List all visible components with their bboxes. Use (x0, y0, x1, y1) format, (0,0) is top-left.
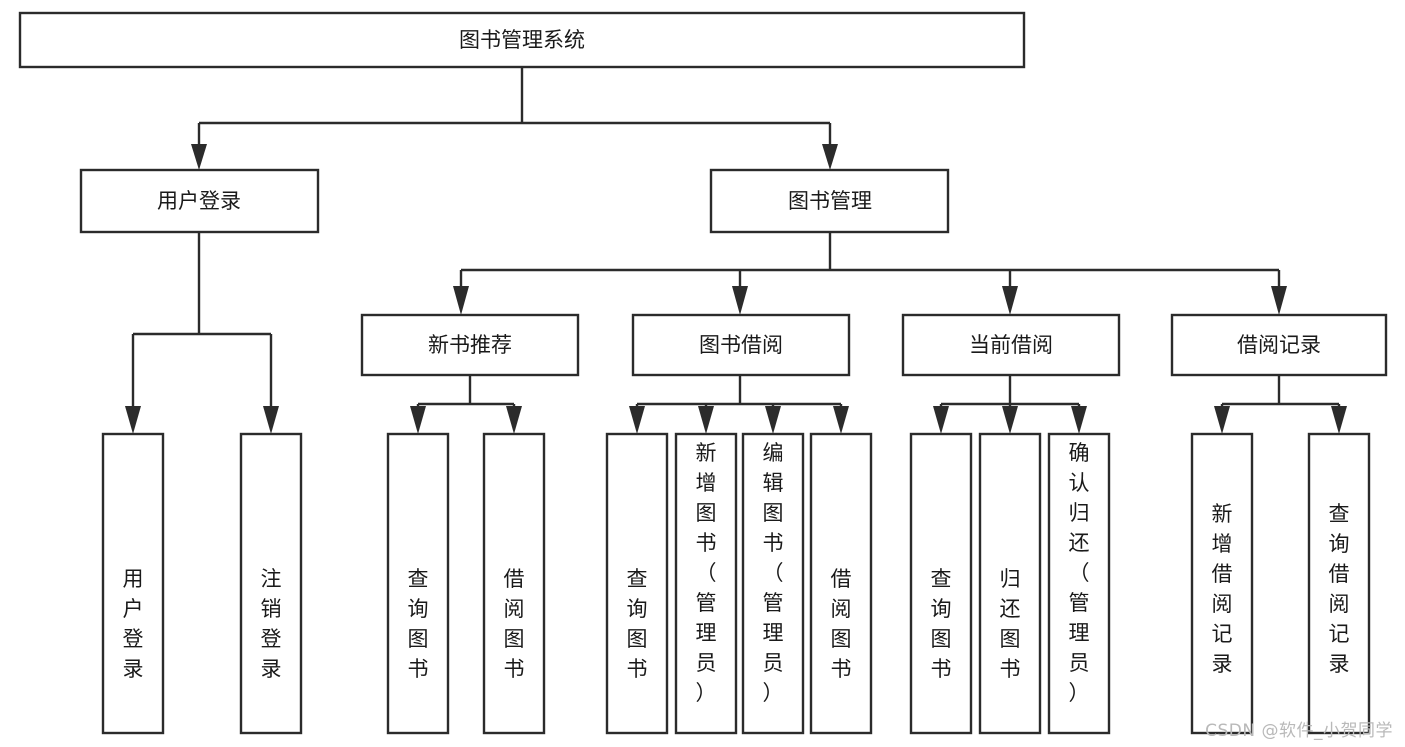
node-leaf-query-book-a-label: 查询图书 (408, 567, 429, 681)
node-leaf-query-record-label: 查询借阅记录 (1329, 502, 1350, 676)
node-user-login[interactable]: 用户登录 (79, 168, 320, 234)
node-leaf-return-book-box (978, 432, 1042, 735)
node-leaf-confirm-return[interactable]: 确认归还（管理员） (1047, 432, 1111, 735)
node-book-manage[interactable]: 图书管理 (709, 168, 950, 234)
node-leaf-confirm-return-label: 确认归还（管理员） (1069, 441, 1090, 705)
node-leaf-query-book-b-label: 查询图书 (627, 567, 648, 681)
node-leaf-query-book-a-box (386, 432, 450, 735)
arrow-user-login-to-leaf1 (125, 406, 141, 434)
node-borrow-record-label: 借阅记录 (1237, 333, 1321, 357)
node-leaf-query-book-a[interactable]: 查询图书 (386, 432, 450, 735)
node-leaf-add-book[interactable]: 新增图书（管理员） (674, 432, 738, 735)
node-leaf-logout[interactable]: 注销登录 (239, 432, 303, 735)
arrow-newbook-to-leaf2 (506, 406, 522, 434)
node-leaf-add-book-label: 新增图书（管理员） (696, 441, 717, 705)
node-leaf-edit-book-box (741, 432, 805, 735)
arrow-borrowrecord-to-leaf2 (1331, 406, 1347, 434)
node-leaf-query-book-b[interactable]: 查询图书 (605, 432, 669, 735)
node-leaf-add-record-box (1190, 432, 1254, 735)
arrow-bookborrow-to-leaf4 (833, 406, 849, 434)
arrow-bm-to-newbook (453, 286, 469, 315)
arrow-bm-to-bookborrow (732, 286, 748, 315)
node-leaf-return-book[interactable]: 归还图书 (978, 432, 1042, 735)
arrow-user-login-to-leaf2 (263, 406, 279, 434)
node-leaf-logout-box (239, 432, 303, 735)
node-leaf-query-book-c-box (909, 432, 973, 735)
node-root-label: 图书管理系统 (459, 28, 585, 52)
node-root[interactable]: 图书管理系统 (18, 11, 1026, 69)
node-current-borrow-box (901, 313, 1121, 377)
node-leaf-query-book-b-box (605, 432, 669, 735)
node-new-book-rec-box (360, 313, 580, 377)
node-user-login-label: 用户登录 (157, 189, 241, 213)
node-book-borrow[interactable]: 图书借阅 (631, 313, 851, 377)
node-leaf-confirm-return-box (1047, 432, 1111, 735)
node-leaf-borrow-book-a-box (482, 432, 546, 735)
node-leaf-user-login-box (101, 432, 165, 735)
node-book-manage-box (709, 168, 950, 234)
node-leaf-user-login[interactable]: 用户登录 (101, 432, 165, 735)
arrow-root-to-book-manage (822, 144, 838, 170)
node-leaf-add-record-label: 新增借阅记录 (1212, 502, 1233, 676)
node-leaf-query-book-c-label: 查询图书 (931, 567, 952, 681)
node-new-book-rec-label: 新书推荐 (428, 333, 512, 357)
node-current-borrow[interactable]: 当前借阅 (901, 313, 1121, 377)
arrow-root-to-user-login (191, 144, 207, 170)
node-leaf-query-record[interactable]: 查询借阅记录 (1307, 432, 1371, 735)
node-leaf-borrow-book-b-box (809, 432, 873, 735)
node-leaf-query-book-c[interactable]: 查询图书 (909, 432, 973, 735)
node-leaf-user-login-label: 用户登录 (123, 567, 144, 681)
node-leaf-return-book-label: 归还图书 (1000, 567, 1021, 681)
node-leaf-query-record-box (1307, 432, 1371, 735)
node-leaf-edit-book-label: 编辑图书（管理员） (763, 441, 784, 705)
node-book-borrow-box (631, 313, 851, 377)
node-leaf-logout-label: 注销登录 (261, 567, 282, 681)
node-new-book-recommendation[interactable]: 新书推荐 (360, 313, 580, 377)
node-leaf-borrow-book-a-label: 借阅图书 (504, 567, 525, 681)
node-leaf-add-book-box (674, 432, 738, 735)
node-leaf-add-record[interactable]: 新增借阅记录 (1190, 432, 1254, 735)
arrow-bm-to-borrowrecord (1271, 286, 1287, 315)
node-borrow-record-box (1170, 313, 1388, 377)
connector-layer (125, 67, 1347, 434)
arrow-newbook-to-leaf1 (410, 406, 426, 434)
node-current-borrow-label: 当前借阅 (969, 333, 1053, 357)
node-root-box (18, 11, 1026, 69)
node-leaf-borrow-book-b[interactable]: 借阅图书 (809, 432, 873, 735)
node-borrow-record[interactable]: 借阅记录 (1170, 313, 1388, 377)
node-leaf-edit-book[interactable]: 编辑图书（管理员） (741, 432, 805, 735)
node-user-login-box (79, 168, 320, 234)
arrow-bm-to-currentborrow (1002, 286, 1018, 315)
arrow-borrowrecord-to-leaf1 (1214, 406, 1230, 434)
arrow-bookborrow-to-leaf3 (765, 406, 781, 434)
node-book-manage-label: 图书管理 (788, 189, 872, 213)
arrow-currentborrow-to-leaf2 (1002, 406, 1018, 434)
arrow-bookborrow-to-leaf1 (629, 406, 645, 434)
arrow-currentborrow-to-leaf1 (933, 406, 949, 434)
arrow-currentborrow-to-leaf3 (1071, 406, 1087, 434)
node-book-borrow-label: 图书借阅 (699, 333, 783, 357)
node-leaf-borrow-book-b-label: 借阅图书 (831, 567, 852, 681)
node-leaf-borrow-book-a[interactable]: 借阅图书 (482, 432, 546, 735)
arrow-bookborrow-to-leaf2 (698, 406, 714, 434)
